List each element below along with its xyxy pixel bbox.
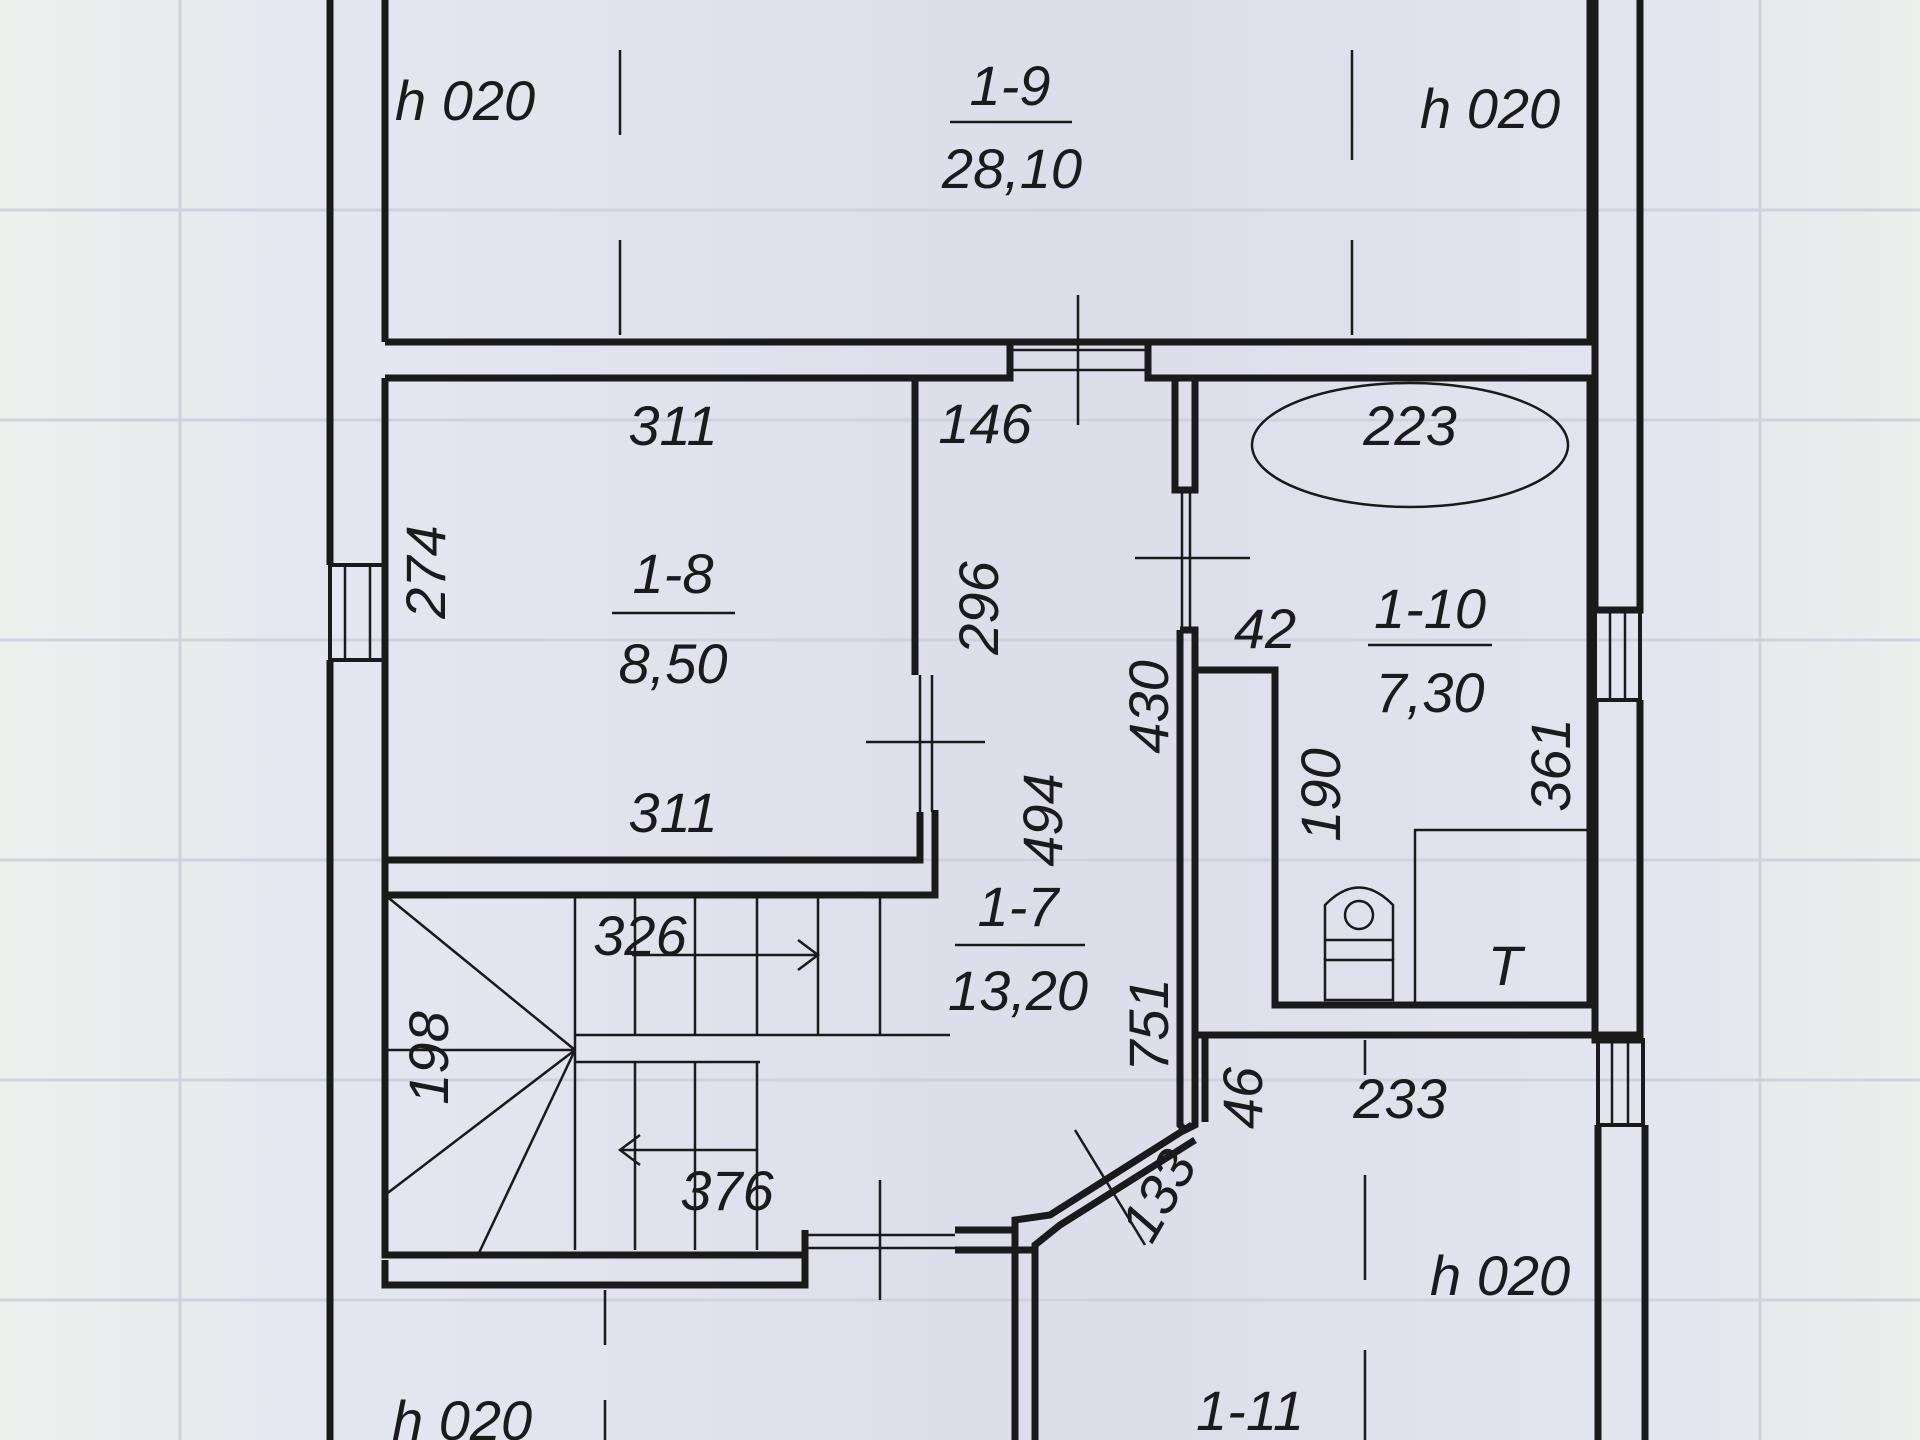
room-1-10-area: 7,30 [1376,661,1485,724]
dim-190: 190 [1289,748,1352,841]
room-1-8-id: 1-8 [633,542,714,605]
height-mark-bottom-left: h 020 [392,1389,532,1440]
dim-311-top: 311 [628,394,717,457]
dim-430: 430 [1117,660,1180,753]
dim-494: 494 [1011,773,1074,866]
room-1-7-walls [805,378,1250,1440]
window-right-lower [1596,1038,1645,1127]
height-marks: h 020 h 020 h 020 h 020 [392,69,1570,1440]
room-1-9-id: 1-9 [970,54,1051,117]
room-1-8-area: 8,50 [619,632,728,695]
dim-223: 223 [1362,394,1456,457]
window-right-upper [1593,608,1642,702]
bathtub-icon [1250,381,1570,509]
height-mark-1-9-left: h 020 [395,69,535,132]
dim-146: 146 [938,392,1032,455]
shower-tray [1413,828,1592,1007]
room-1-7-area: 13,20 [948,959,1088,1022]
toilet-icon [1323,958,1395,1002]
dim-751: 751 [1117,978,1180,1071]
room-1-10-walls [1195,374,1640,1039]
dim-46: 46 [1211,1066,1274,1129]
dim-198: 198 [397,1011,460,1104]
staircase [381,894,950,1289]
room-1-11-walls [603,1035,1367,1440]
dim-361: 361 [1519,718,1582,811]
height-mark-1-11: h 020 [1430,1244,1570,1307]
room-1-8-walls [381,374,985,899]
room-labels: 1-9 28,10 1-8 8,50 1-10 7,30 1-7 13,20 1… [612,54,1492,1440]
dim-311-bottom: 311 [628,781,717,844]
room-1-7-id: 1-7 [978,875,1061,938]
dim-326: 326 [593,904,687,967]
room-1-11-id: 1-11 [1196,1379,1304,1440]
dim-274: 274 [394,525,457,619]
dim-133: 133 [1107,1139,1208,1251]
dim-42: 42 [1234,597,1296,660]
shower-symbol: T [1488,934,1526,997]
height-mark-1-9-right: h 020 [1420,77,1560,140]
room-1-10-id: 1-10 [1374,577,1486,640]
dimension-labels: 311 311 274 296 146 223 42 190 361 430 4… [394,392,1582,1251]
dim-233: 233 [1352,1067,1446,1130]
dim-296: 296 [947,560,1010,655]
dim-376: 376 [680,1159,774,1222]
window-left [328,563,387,662]
room-1-9-area: 28,10 [941,137,1082,200]
outer-walls [326,0,1649,1440]
